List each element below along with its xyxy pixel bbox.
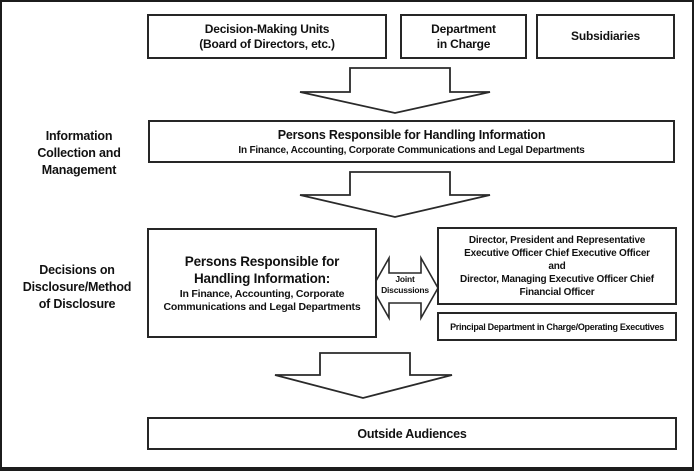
down-arrow-icon-1 — [299, 67, 491, 114]
principal-department-label: Principal Department in Charge/Operating… — [450, 321, 664, 332]
down-arrow-icon-2 — [299, 171, 491, 218]
executives-line4: Director, Managing Executive Officer Chi… — [460, 273, 654, 285]
decisions-disclosure-label-line1: Decisions on — [39, 263, 115, 277]
decision-making-units-line1: Decision-Making Units — [204, 21, 330, 36]
executives-line5: Financial Officer — [519, 286, 595, 298]
outside-audiences-label: Outside Audiences — [357, 426, 467, 441]
decision-making-units-box: Decision-Making Units (Board of Director… — [147, 14, 387, 59]
subsidiaries-label: Subsidiaries — [571, 29, 640, 43]
info-collection-label: Information Collection and Management — [10, 128, 148, 179]
executives-line3: and — [548, 260, 566, 272]
department-in-charge-line2: in Charge — [436, 36, 491, 51]
decisions-disclosure-label-line2: Disclosure/Method — [22, 280, 132, 294]
down-arrow-icon-3 — [274, 352, 453, 399]
subsidiaries-box: Subsidiaries — [536, 14, 675, 59]
decision-making-units-line2: (Board of Directors, etc.) — [199, 36, 335, 51]
executives-box: Director, President and Representative E… — [437, 227, 677, 305]
decisions-disclosure-label: Decisions on Disclosure/Method of Disclo… — [5, 262, 149, 313]
handling-information-decisions-subtitle-line1: In Finance, Accounting, Corporate — [179, 287, 345, 300]
joint-discussions-label: Joint Discussions — [366, 274, 444, 296]
handling-information-decisions-box: Persons Responsible for Handling Informa… — [147, 228, 377, 338]
department-in-charge-box: Department in Charge — [400, 14, 527, 59]
outside-audiences-box: Outside Audiences — [147, 417, 677, 450]
joint-discussions-line1: Joint — [395, 274, 415, 284]
executives-line1: Director, President and Representative — [468, 234, 646, 246]
department-in-charge-line1: Department — [431, 21, 496, 36]
handling-information-decisions-title-line1: Persons Responsible for — [184, 253, 340, 269]
info-collection-label-line1: Information — [45, 129, 113, 143]
joint-discussions-line2: Discussions — [381, 285, 429, 295]
handling-information-decisions-title-line2: Handling Information: — [193, 270, 331, 286]
principal-department-box: Principal Department in Charge/Operating… — [437, 312, 677, 341]
handling-information-title: Persons Responsible for Handling Informa… — [277, 127, 546, 142]
handling-information-subtitle: In Finance, Accounting, Corporate Commun… — [238, 144, 585, 156]
handling-information-decisions-subtitle-line2: Communications and Legal Departments — [163, 300, 361, 313]
info-collection-label-line3: Management — [41, 163, 117, 177]
executives-line2: Executive Officer Chief Executive Office… — [464, 247, 650, 259]
decisions-disclosure-label-line3: of Disclosure — [38, 297, 116, 311]
info-collection-label-line2: Collection and — [37, 146, 121, 160]
handling-information-box: Persons Responsible for Handling Informa… — [148, 120, 675, 163]
